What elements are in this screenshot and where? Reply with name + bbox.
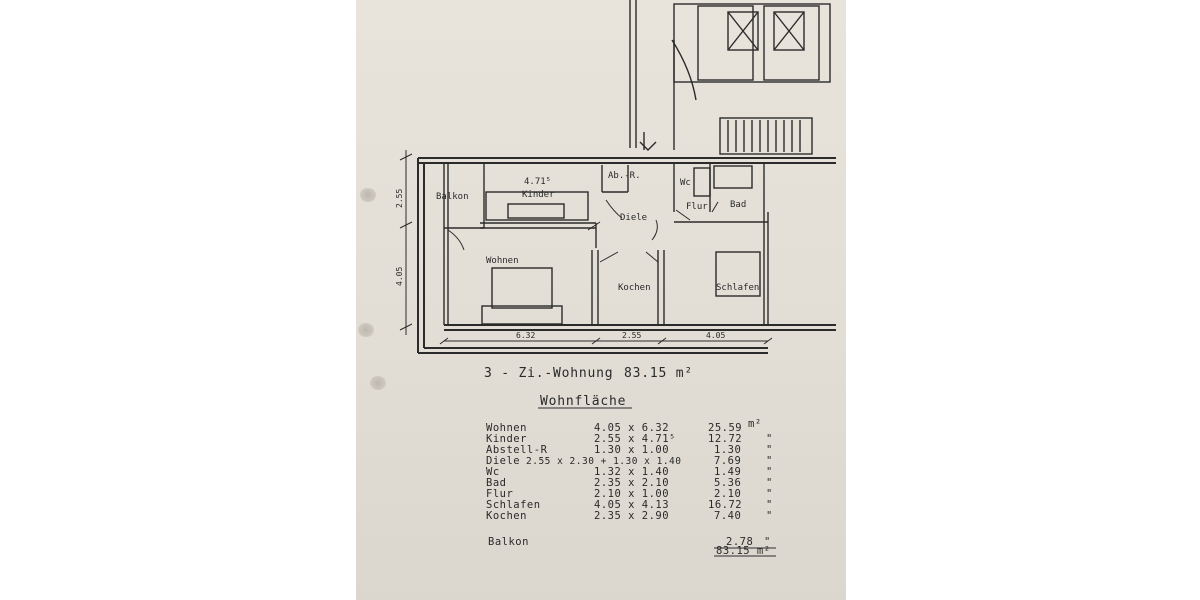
room-label-wc: Wc: [680, 178, 691, 188]
area-row-room: Bad: [486, 477, 506, 489]
area-row-value: 12.72: [708, 433, 742, 445]
room-label-schlafen: Schlafen: [716, 283, 759, 293]
area-row-unit: ": [766, 466, 773, 478]
area-row-calc: 2.35 x 2.90: [594, 510, 669, 522]
area-row-value: 7.40: [714, 510, 741, 522]
area-row-unit: ": [766, 433, 773, 445]
area-row-calc: 2.10 x 1.00: [594, 488, 669, 500]
balkon-row-room: Balkon: [488, 536, 529, 548]
dimension-lines: [399, 150, 773, 345]
area-row-value: 5.36: [714, 477, 741, 489]
apartment-total-area: 83.15 m²: [624, 366, 693, 381]
area-row-room: Abstell-R: [486, 444, 548, 456]
punch-hole-bottom: [370, 376, 386, 390]
dimension-bottom-3: 4.05: [706, 331, 725, 340]
room-label-abstell: Ab.-R.: [608, 171, 641, 181]
area-row-unit: m²: [748, 418, 762, 430]
balkon-row-unit: ": [764, 536, 771, 548]
area-row-unit: ": [766, 510, 773, 522]
area-row-unit: ": [766, 477, 773, 489]
punch-hole-middle: [358, 323, 374, 337]
area-row-unit: ": [766, 444, 773, 456]
area-row-value: 1.30: [714, 444, 741, 456]
area-row-calc: 4.05 x 6.32: [594, 422, 669, 434]
room-label-kinder: Kinder: [522, 190, 555, 200]
area-row-calc: 2.35 x 2.10: [594, 477, 669, 489]
room-label-balkon: Balkon: [436, 192, 469, 202]
area-row-calc: 1.30 x 1.00: [594, 444, 669, 456]
area-row-room: Diele: [486, 455, 520, 467]
area-row-room: Kinder: [486, 433, 527, 445]
dimension-bottom-1: 6.32: [516, 331, 535, 340]
area-row-value: 7.69: [714, 455, 741, 467]
area-heading: Wohnfläche: [540, 394, 626, 409]
apartment-walls: [417, 157, 836, 354]
dimension-bottom-2: 2.55: [622, 331, 641, 340]
area-row-value: 1.49: [714, 466, 741, 478]
area-row-calc: 2.55 x 4.71⁵: [594, 433, 676, 445]
area-row-value: 16.72: [708, 499, 742, 511]
room-label-kochen: Kochen: [618, 283, 651, 293]
room-label-flur: Flur: [686, 202, 708, 212]
floor-plan-sheet: Balkon 4.71⁵ Kinder Ab.-R. Diele Wc Flur…: [395, 0, 836, 557]
area-row-value: 25.59: [708, 422, 742, 434]
document-photo: Balkon 4.71⁵ Kinder Ab.-R. Diele Wc Flur…: [356, 0, 846, 600]
room-area-kinder: 4.71⁵: [524, 177, 551, 187]
area-row-calc: 1.32 x 1.40: [594, 466, 669, 478]
area-row-room: Wohnen: [486, 422, 527, 434]
dimension-left-upper: 2.55: [395, 189, 404, 208]
room-label-diele: Diele: [620, 213, 647, 223]
interior-walls: [443, 163, 769, 325]
apartment-title: 3 - Zi.-Wohnung: [484, 366, 613, 381]
area-row-room: Schlafen: [486, 499, 541, 511]
text-underlines: [538, 407, 776, 557]
balkon-row-value: 2.78: [726, 536, 753, 548]
area-row-unit: ": [766, 499, 773, 511]
room-label-wohnen: Wohnen: [486, 256, 519, 266]
dimension-left-lower: 4.05: [395, 267, 404, 286]
room-label-bad: Bad: [730, 200, 746, 210]
total-area: 83.15 m²: [716, 545, 771, 557]
area-row-calc: 2.55 x 2.30 + 1.30 x 1.40: [526, 456, 682, 467]
area-row-unit: ": [766, 455, 773, 467]
area-row-room: Wc: [486, 466, 500, 478]
area-row-calc: 4.05 x 4.13: [594, 499, 669, 511]
area-row-value: 2.10: [714, 488, 741, 500]
area-row-room: Kochen: [486, 510, 527, 522]
staircase-drawing: [629, 0, 831, 155]
door-swings: [447, 199, 719, 263]
area-row-unit: ": [766, 488, 773, 500]
area-table: Wohnen 4.05 x 6.32 25.59 m² Kinder 2.55 …: [486, 418, 773, 557]
punch-hole-top: [360, 188, 376, 202]
area-row-room: Flur: [486, 488, 513, 500]
